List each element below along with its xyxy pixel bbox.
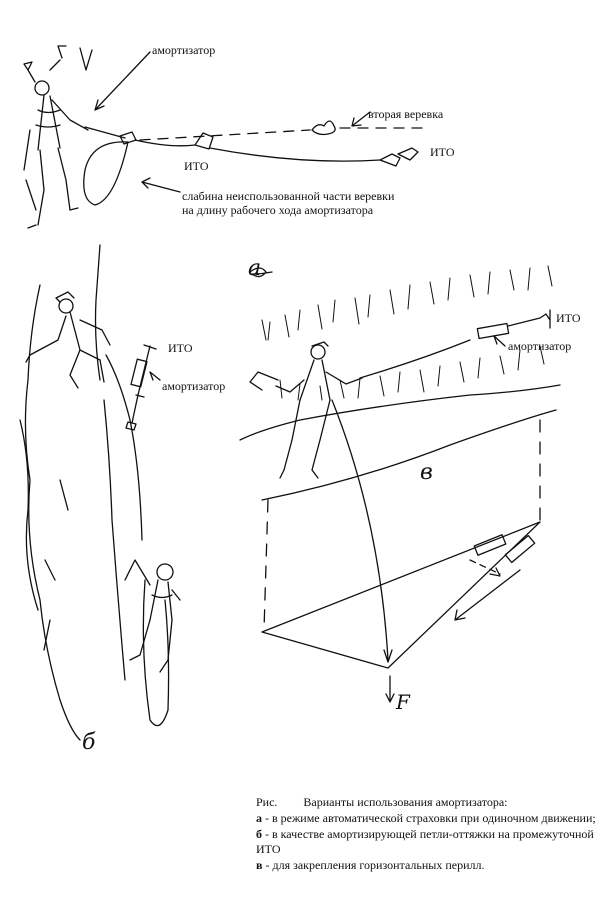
force-label: F (396, 690, 410, 714)
amortizator-b (125, 344, 157, 431)
slope-edge (239, 384, 561, 441)
panel-label-b: б (82, 730, 96, 755)
label-ito-b: ИТО (168, 341, 193, 355)
caption-prefix: Рис. (256, 795, 278, 809)
arrow-vtoraya (351, 111, 371, 127)
panel-a-sketch (23, 45, 431, 278)
label-ito-a1: ИТО (184, 159, 209, 173)
panel-label-a: а (248, 256, 262, 281)
caption-item-b: б - в качестве амортизирующей петли-оття… (256, 827, 594, 856)
grass-hatching (261, 265, 553, 401)
arrow-slabina (141, 177, 181, 193)
arrow-amortizator-a (94, 51, 151, 111)
rock-wall-b (24, 284, 81, 741)
fall-arc (331, 399, 393, 663)
panel-b-sketch (19, 244, 181, 741)
projection-lines (263, 419, 541, 631)
label-slabina-2: на длину рабочего хода амортизатора (182, 203, 374, 217)
second-rope (139, 127, 431, 141)
label-amortizator-v: амортизатор (508, 339, 572, 353)
panel-label-v: в (420, 460, 433, 485)
climber-b-upper (25, 291, 111, 389)
caption-item-v: в - для закрепления горизонтальных перил… (256, 858, 485, 872)
label-ito-a2: ИТО (430, 145, 455, 159)
rope-b (105, 354, 143, 541)
arrow-amortizator-b (149, 371, 161, 381)
panel-v-sketch (239, 265, 561, 703)
caption-item-a: а - в режиме автоматической страховки пр… (256, 811, 596, 825)
panel-a-letter-mark (249, 267, 273, 278)
label-ito-v: ИТО (556, 311, 581, 325)
label-slabina-1: слабина неиспользованной части веревки (182, 189, 395, 203)
slack-loop (83, 141, 129, 206)
label-vtoraya-verevka: вторая веревка (368, 107, 444, 121)
caption-title: Варианты использования амортизатора: (303, 795, 508, 809)
label-amortizator-a: амортизатор (152, 43, 216, 57)
climber-v (249, 341, 363, 479)
label-amortizator-b: амортизатор (162, 379, 226, 393)
climber-b-lower (124, 559, 181, 727)
arrow-amortizator-v (493, 335, 506, 347)
climber-a (23, 45, 93, 229)
figure-caption: Рис. Варианты использования амортизатора:… (256, 795, 596, 873)
triangle-rope (261, 521, 541, 669)
